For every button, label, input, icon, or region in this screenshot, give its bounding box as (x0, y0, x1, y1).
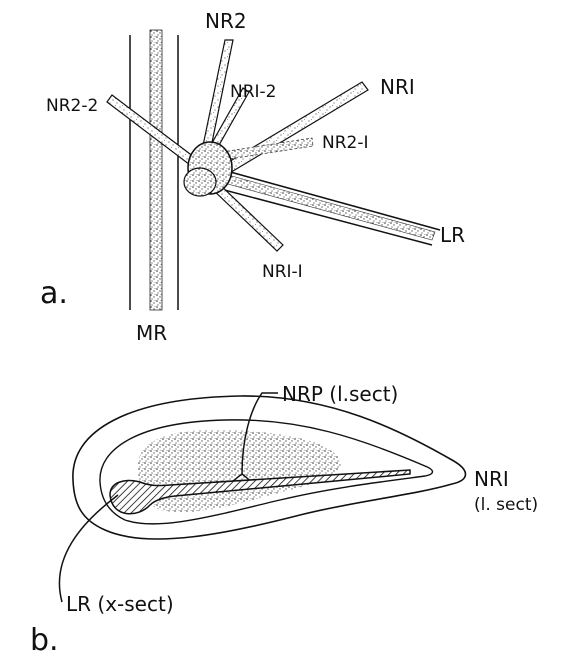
label-lr: LR (440, 223, 465, 247)
label-nr2: NR2 (205, 9, 247, 33)
label-mr: MR (136, 321, 167, 345)
panel-a-letter: a. (40, 276, 68, 311)
panel-b-letter: b. (30, 623, 59, 658)
label-nr1-line2: (l. sect) (474, 495, 538, 515)
label-nr1-2: NRI-2 (230, 82, 277, 102)
label-lr-xsect: LR (x-sect) (66, 592, 174, 616)
main-root-mr (150, 30, 162, 310)
label-nr1-1: NRI-I (262, 262, 303, 282)
label-nrp: NRP (l.sect) (282, 382, 398, 406)
label-nr2-1: NR2-I (322, 133, 369, 153)
panel-a: NR2 NRI-2 NRI NR2-2 NR2-I LR NRI-I MR a. (40, 9, 465, 345)
label-nr1-line1: NRI (474, 467, 509, 491)
label-nr1: NRI (380, 75, 415, 99)
panel-b: NRP (l.sect) NRI (l. sect) LR (x-sect) b… (30, 382, 538, 658)
lr-leader-line (59, 495, 118, 602)
nr1-stippled-interior (138, 430, 341, 512)
nodule-cluster-lower (184, 168, 216, 196)
label-nr2-2: NR2-2 (46, 96, 98, 116)
